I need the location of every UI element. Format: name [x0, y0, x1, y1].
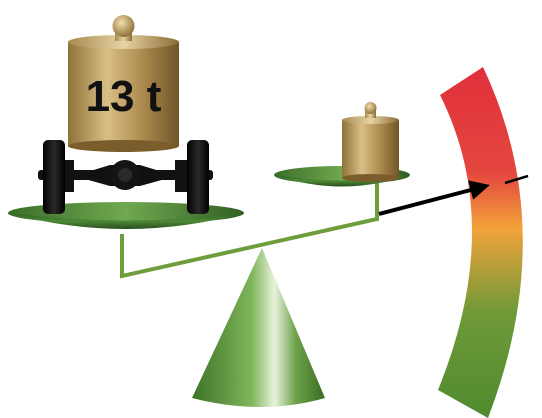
wheel-axle	[38, 140, 213, 214]
gauge-band	[438, 67, 523, 418]
left-wheel	[43, 140, 65, 214]
indicator-arrow	[378, 180, 490, 216]
gauge-level-mark	[504, 174, 529, 185]
beam-line	[120, 180, 379, 279]
gauge	[438, 67, 529, 418]
scale-beam	[120, 180, 379, 279]
pivot-cone	[192, 248, 325, 407]
small-weight	[342, 102, 399, 182]
left-pan	[8, 202, 244, 229]
big-weight-label: 13 t	[86, 72, 162, 121]
big-weight: 13 t	[68, 15, 179, 152]
right-wheel	[187, 140, 209, 214]
